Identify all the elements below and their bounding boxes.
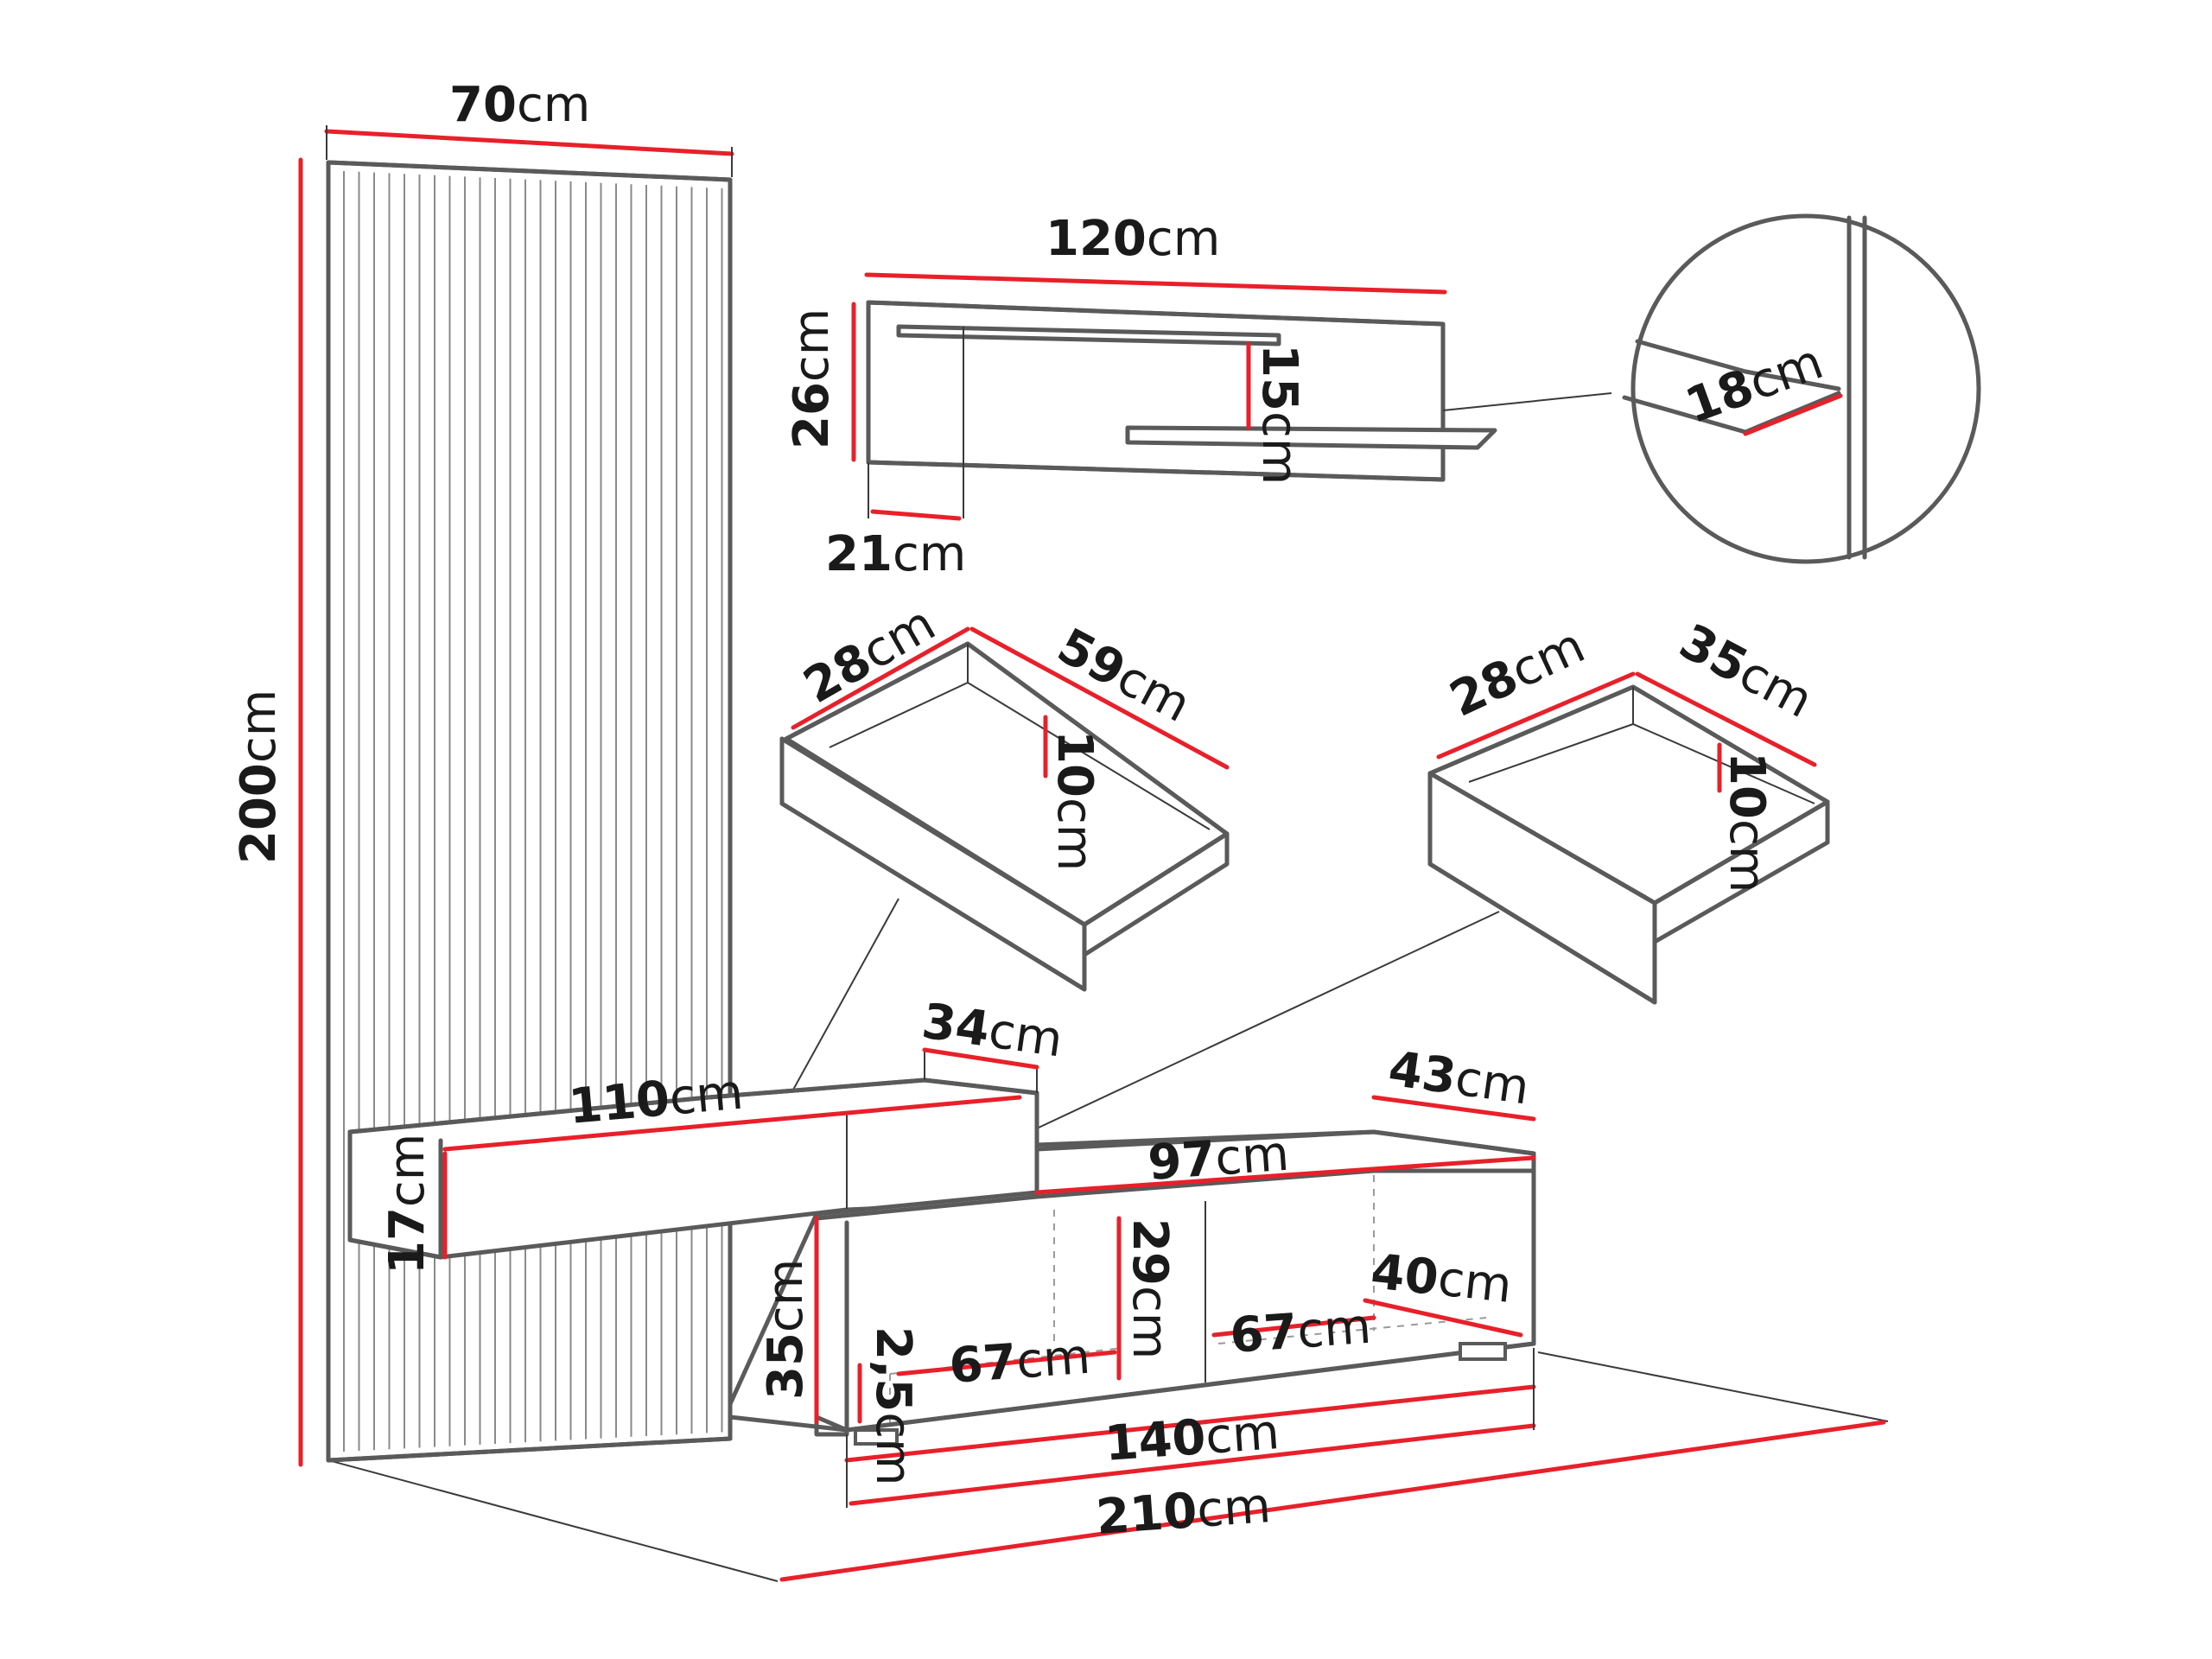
top-depth-num: 43 [1385,1040,1459,1105]
svg-text:2,5cm: 2,5cm [865,1326,921,1486]
svg-text:15cm: 15cm [1251,344,1307,485]
upper-depth-unit: cm [985,1002,1066,1068]
svg-text:35cm: 35cm [758,1259,814,1400]
leg-height-unit: cm [865,1412,921,1485]
svg-text:110cm: 110cm [567,1065,746,1135]
svg-text:17cm: 17cm [379,1134,435,1274]
svg-text:120cm: 120cm [1046,211,1220,267]
drawer-2 [1010,671,1830,1141]
floor-outline [327,1351,1889,1582]
svg-text:200cm: 200cm [231,690,287,864]
svg-text:59cm: 59cm [1048,618,1199,734]
shelf-depth-num: 21 [825,526,893,582]
svg-text:35cm: 35cm [1670,613,1821,729]
top-depth-unit: cm [1452,1050,1533,1116]
drawer2-height-unit: cm [1719,819,1775,893]
top-width-num: 97 [1146,1131,1217,1192]
shelf-gap-unit: cm [1251,411,1307,485]
cabinet-height-num: 35 [758,1332,814,1400]
comp-height-num: 29 [1122,1218,1178,1286]
shelf-depth-unit: cm [893,526,966,582]
panel-width-unit: cm [517,77,590,133]
svg-text:26cm: 26cm [784,308,840,449]
leg-height-num: 2,5 [865,1326,921,1412]
inner-depth-unit: cm [1435,1250,1515,1314]
comp1-width-unit: cm [1014,1329,1092,1390]
cabinet-width-unit: cm [1204,1404,1281,1465]
svg-text:34cm: 34cm [918,993,1066,1068]
cabinet-height-unit: cm [758,1259,814,1332]
inner-depth-num: 40 [1369,1243,1441,1306]
upper-depth-num: 34 [918,993,993,1058]
upper-height-num: 17 [379,1207,435,1274]
drawer2-height-num: 10 [1719,752,1775,819]
shelf-gap-num: 15 [1251,344,1307,411]
panel-height-unit: cm [231,690,287,763]
svg-text:10cm: 10cm [1719,752,1775,893]
svg-text:140cm: 140cm [1103,1404,1281,1472]
shelf-width-unit: cm [1147,211,1220,267]
svg-text:40cm: 40cm [1369,1243,1515,1314]
svg-text:67cm: 67cm [947,1329,1091,1395]
tv-unit [347,1047,1536,1508]
upper-height-unit: cm [379,1134,435,1207]
svg-text:70cm: 70cm [449,77,590,133]
comp2-width-unit: cm [1295,1299,1373,1360]
svg-text:10cm: 10cm [1046,730,1103,871]
upper-width-num: 110 [567,1071,672,1135]
panel-height-num: 200 [231,763,287,864]
top-width-unit: cm [1213,1126,1291,1187]
shelf-height-unit: cm [784,308,840,382]
comp-height-unit: cm [1122,1286,1178,1359]
panel-width-num: 70 [449,77,517,133]
cabinet-width-num: 140 [1103,1409,1207,1472]
comp2-width-num: 67 [1228,1304,1299,1364]
total-width-unit: cm [1195,1478,1273,1539]
svg-text:29cm: 29cm [1122,1218,1178,1359]
total-width-num: 210 [1094,1483,1198,1546]
svg-text:67cm: 67cm [1228,1299,1372,1364]
comp1-width-num: 67 [947,1334,1018,1395]
drawer1-height-unit: cm [1046,798,1103,871]
drawer-1 [760,626,1230,1150]
wall-shelf [851,272,1612,521]
shelf-width-num: 120 [1046,211,1147,267]
drawer1-height-num: 10 [1046,730,1103,798]
shelf-height-num: 26 [784,382,840,449]
svg-text:97cm: 97cm [1146,1126,1290,1192]
wall-panel [298,125,734,1467]
svg-text:21cm: 21cm [825,526,966,582]
upper-width-unit: cm [667,1065,746,1127]
svg-text:210cm: 210cm [1094,1478,1272,1546]
svg-text:43cm: 43cm [1385,1040,1533,1116]
detail-circle [1622,213,1981,564]
